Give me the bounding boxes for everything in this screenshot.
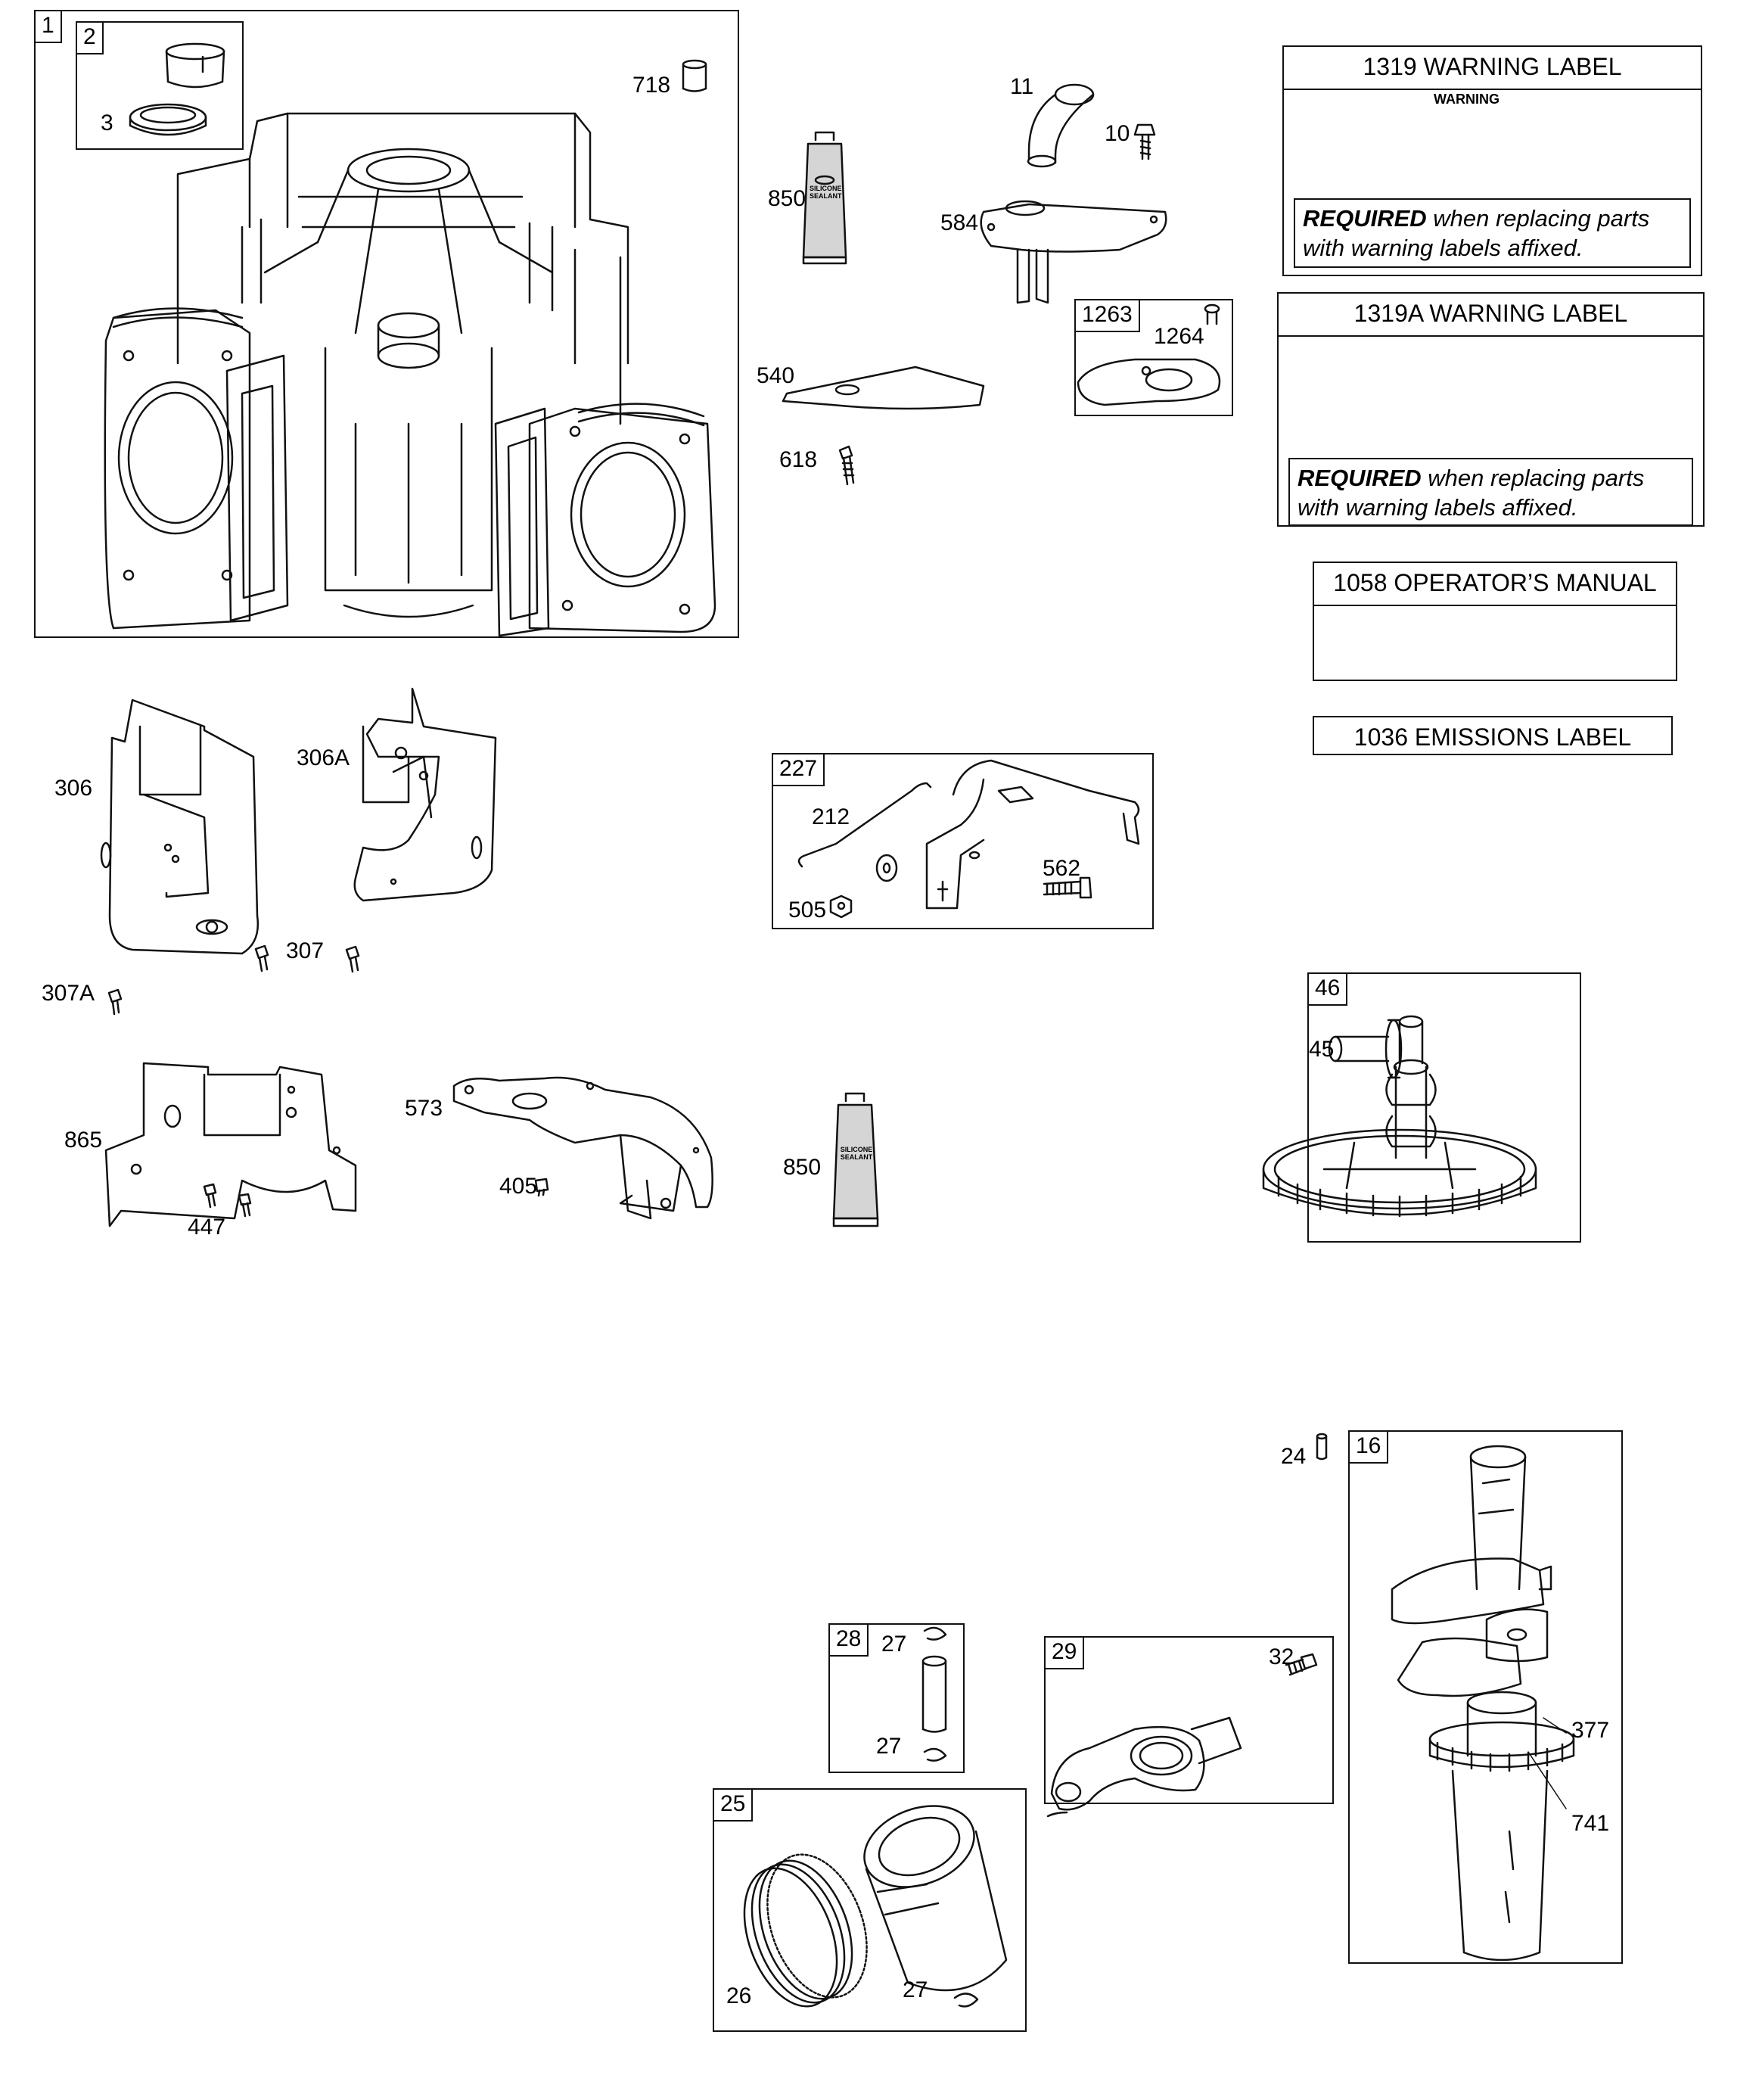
group-box-227 <box>772 753 1154 929</box>
sealant-tube-top-drawing <box>802 131 847 265</box>
part-label-45: 45 <box>1309 1037 1335 1062</box>
cylinder-block-drawing <box>104 112 716 637</box>
required-bold: REQUIRED <box>1303 205 1427 232</box>
connecting-rod-29-drawing <box>1046 1653 1318 1818</box>
group-tag-1263: 1263 <box>1076 300 1140 332</box>
plate-584-drawing <box>980 200 1167 304</box>
group-tag-16: 16 <box>1350 1432 1389 1464</box>
gasket-540-drawing <box>782 366 985 410</box>
part-label-307A: 307A <box>42 981 95 1006</box>
warning-label-1319-title: 1319 WARNING LABEL <box>1284 47 1701 90</box>
group-tag-46: 46 <box>1309 974 1348 1006</box>
part-label-377: 377 <box>1571 1718 1610 1743</box>
screw-307A-drawing <box>107 988 123 1016</box>
group-tag-28: 28 <box>830 1625 869 1657</box>
group-box-29 <box>1044 1636 1334 1804</box>
seal-3-drawing <box>129 103 207 136</box>
piston-25-drawing <box>743 1805 1008 2008</box>
part-label-307: 307 <box>286 938 325 963</box>
part-label-306A: 306A <box>297 745 350 770</box>
part-label-405: 405 <box>499 1174 538 1199</box>
camshaft-46-drawing <box>1262 1015 1537 1218</box>
screw-562-drawing <box>1043 876 1092 899</box>
part-label-26: 26 <box>726 1983 752 2008</box>
required-line1: when replacing parts <box>1426 205 1650 232</box>
warning-label-1319A-title: 1319A WARNING LABEL <box>1279 294 1703 337</box>
part-label-11: 11 <box>1010 74 1034 99</box>
part-label-850-top: 850 <box>768 186 806 211</box>
lever-1263-drawing <box>1077 358 1221 406</box>
warning-label-1319A-required-note: REQUIRED when replacing parts with warni… <box>1288 458 1693 526</box>
operators-manual-title: 1058 OPERATOR’S MANUAL <box>1314 563 1676 606</box>
crankshaft-16-drawing <box>1391 1445 1575 1962</box>
required-line2: with warning labels affixed. <box>1297 493 1578 521</box>
screw-405-drawing <box>534 1178 549 1197</box>
required-line1: when replacing parts <box>1421 465 1645 491</box>
part-label-741: 741 <box>1571 1811 1610 1836</box>
emissions-label-title: 1036 EMISSIONS LABEL <box>1353 723 1632 751</box>
part-label-3: 3 <box>101 110 113 135</box>
operators-manual-box: 1058 OPERATOR’S MANUAL <box>1313 562 1677 681</box>
required-line2: with warning labels affixed. <box>1303 234 1583 261</box>
group-box-1 <box>34 10 739 638</box>
part-label-32: 32 <box>1269 1644 1294 1669</box>
sealant-tube-lower-drawing <box>832 1092 879 1227</box>
part-label-718: 718 <box>632 73 671 98</box>
part-label-27-top: 27 <box>881 1632 907 1657</box>
screw-10-drawing <box>1133 123 1156 160</box>
group-box-28 <box>828 1623 965 1773</box>
warning-label-1319A-box: 1319A WARNING LABEL <box>1277 292 1705 527</box>
group-tag-2: 2 <box>77 23 104 54</box>
nut-505-drawing <box>829 894 853 919</box>
part-label-618: 618 <box>779 447 818 472</box>
screw-1264-drawing <box>1204 303 1220 325</box>
part-label-1264: 1264 <box>1154 324 1204 349</box>
part-label-24: 24 <box>1281 1444 1307 1469</box>
piston-pin-28-drawing <box>921 1626 947 1762</box>
breather-tube-11-drawing <box>1027 83 1095 168</box>
group-box-1263 <box>1074 299 1233 416</box>
part-label-584: 584 <box>940 210 979 235</box>
group-box-46 <box>1307 972 1581 1243</box>
governor-linkage-drawing <box>797 759 1140 910</box>
screw-447-drawing <box>203 1183 252 1218</box>
baffle-306-drawing <box>100 698 259 955</box>
group-tag-29: 29 <box>1046 1638 1085 1669</box>
part-label-10: 10 <box>1105 121 1130 146</box>
group-tag-227: 227 <box>773 754 825 786</box>
warning-label-1319-box: 1319 WARNING LABEL <box>1282 45 1702 276</box>
group-tag-1: 1 <box>36 11 62 43</box>
part-label-562: 562 <box>1043 856 1081 881</box>
part-label-850-lower: 850 <box>783 1155 822 1180</box>
warning-badge-text: WARNING <box>1434 92 1500 107</box>
bushing-2-drawing <box>165 42 225 89</box>
group-box-16 <box>1348 1430 1623 1964</box>
part-label-573: 573 <box>405 1096 443 1121</box>
required-bold: REQUIRED <box>1297 465 1422 491</box>
screw-307-drawing <box>254 944 360 973</box>
dowel-718-drawing <box>682 59 707 92</box>
warning-label-1319-required-note: REQUIRED when replacing parts with warni… <box>1294 198 1691 268</box>
screw-618-drawing <box>838 445 855 486</box>
baffle-306A-drawing <box>353 687 497 902</box>
part-label-865: 865 <box>64 1128 103 1153</box>
backplate-573-drawing <box>452 1076 713 1220</box>
group-tag-25: 25 <box>714 1790 754 1822</box>
dowel-24-drawing <box>1316 1433 1328 1461</box>
part-label-505: 505 <box>788 898 827 922</box>
group-box-25 <box>713 1788 1027 2032</box>
part-label-447: 447 <box>188 1215 226 1240</box>
group-box-2 <box>76 21 244 150</box>
part-label-27-bottom: 27 <box>876 1734 902 1759</box>
part-label-212: 212 <box>812 804 850 829</box>
part-label-540: 540 <box>757 363 795 388</box>
part-label-27-piston: 27 <box>903 1977 928 2002</box>
baffle-865-drawing <box>104 1062 357 1227</box>
emissions-label-box: 1036 EMISSIONS LABEL <box>1313 716 1673 755</box>
part-label-306: 306 <box>54 776 93 801</box>
